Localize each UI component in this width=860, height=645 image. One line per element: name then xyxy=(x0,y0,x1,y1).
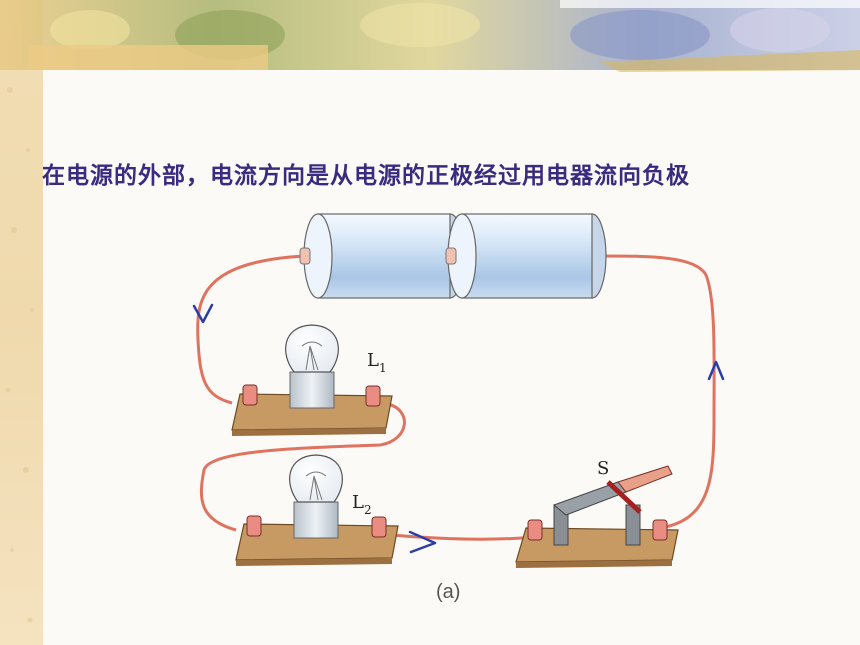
battery-pack xyxy=(299,213,607,299)
terminal xyxy=(242,384,381,407)
wire-lamp1-to-lamp2 xyxy=(199,402,406,532)
terminal xyxy=(246,515,387,538)
knife-switch-icon xyxy=(553,465,673,546)
battery-icon xyxy=(299,213,465,299)
circuit-wires xyxy=(196,254,716,541)
slide-caption: 在电源的外部，电流方向是从电源的正极经过用电器流向负极 xyxy=(42,163,690,189)
switch-marker xyxy=(606,480,642,514)
switch: S xyxy=(515,458,679,568)
figure-label: (a) xyxy=(436,581,460,603)
arrow-chevron-icon xyxy=(192,303,214,324)
bulb-icon xyxy=(289,454,343,539)
wire-battery-to-lamp1 xyxy=(196,254,305,405)
bulb-icon xyxy=(285,324,339,409)
battery-icon xyxy=(445,213,607,299)
arrow-chevron-icon xyxy=(707,360,725,381)
lamp2-label: L2 xyxy=(352,492,372,517)
terminal xyxy=(527,519,668,541)
arrow-chevron-icon xyxy=(408,530,437,554)
switch-label: S xyxy=(597,458,609,479)
current-arrows xyxy=(192,303,725,554)
lamp1-label: L1 xyxy=(367,350,387,375)
wire-switch-to-battery xyxy=(599,254,716,530)
lamp-1: L1 xyxy=(231,324,393,436)
lamp-2: L2 xyxy=(235,454,399,566)
